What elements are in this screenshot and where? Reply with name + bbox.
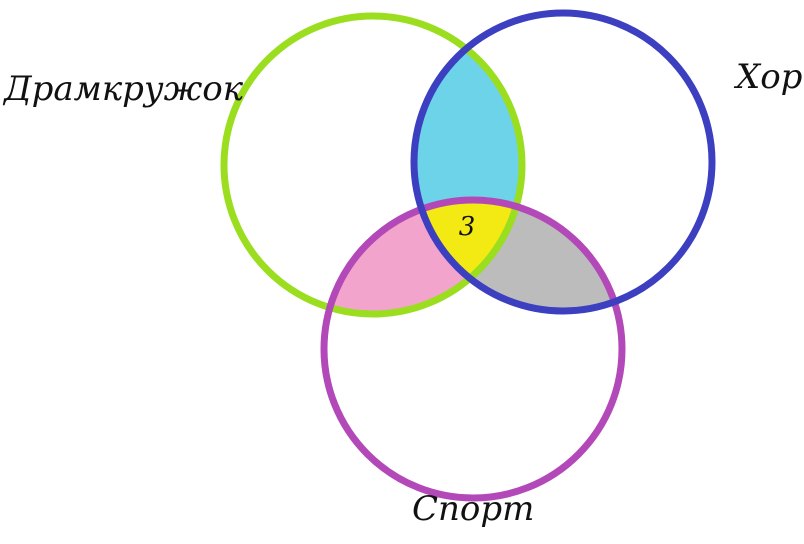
all-three-count: 3 <box>459 212 476 242</box>
sport-label: Спорт <box>412 489 534 529</box>
region-drama-sport <box>324 200 522 314</box>
choir-circle <box>410 9 716 315</box>
drama-label: Драмкружок <box>2 69 244 109</box>
sport-circle <box>320 196 626 502</box>
drama-circle <box>220 12 526 318</box>
choir-label: Хор <box>733 57 802 97</box>
region-choir-sport <box>414 200 622 311</box>
